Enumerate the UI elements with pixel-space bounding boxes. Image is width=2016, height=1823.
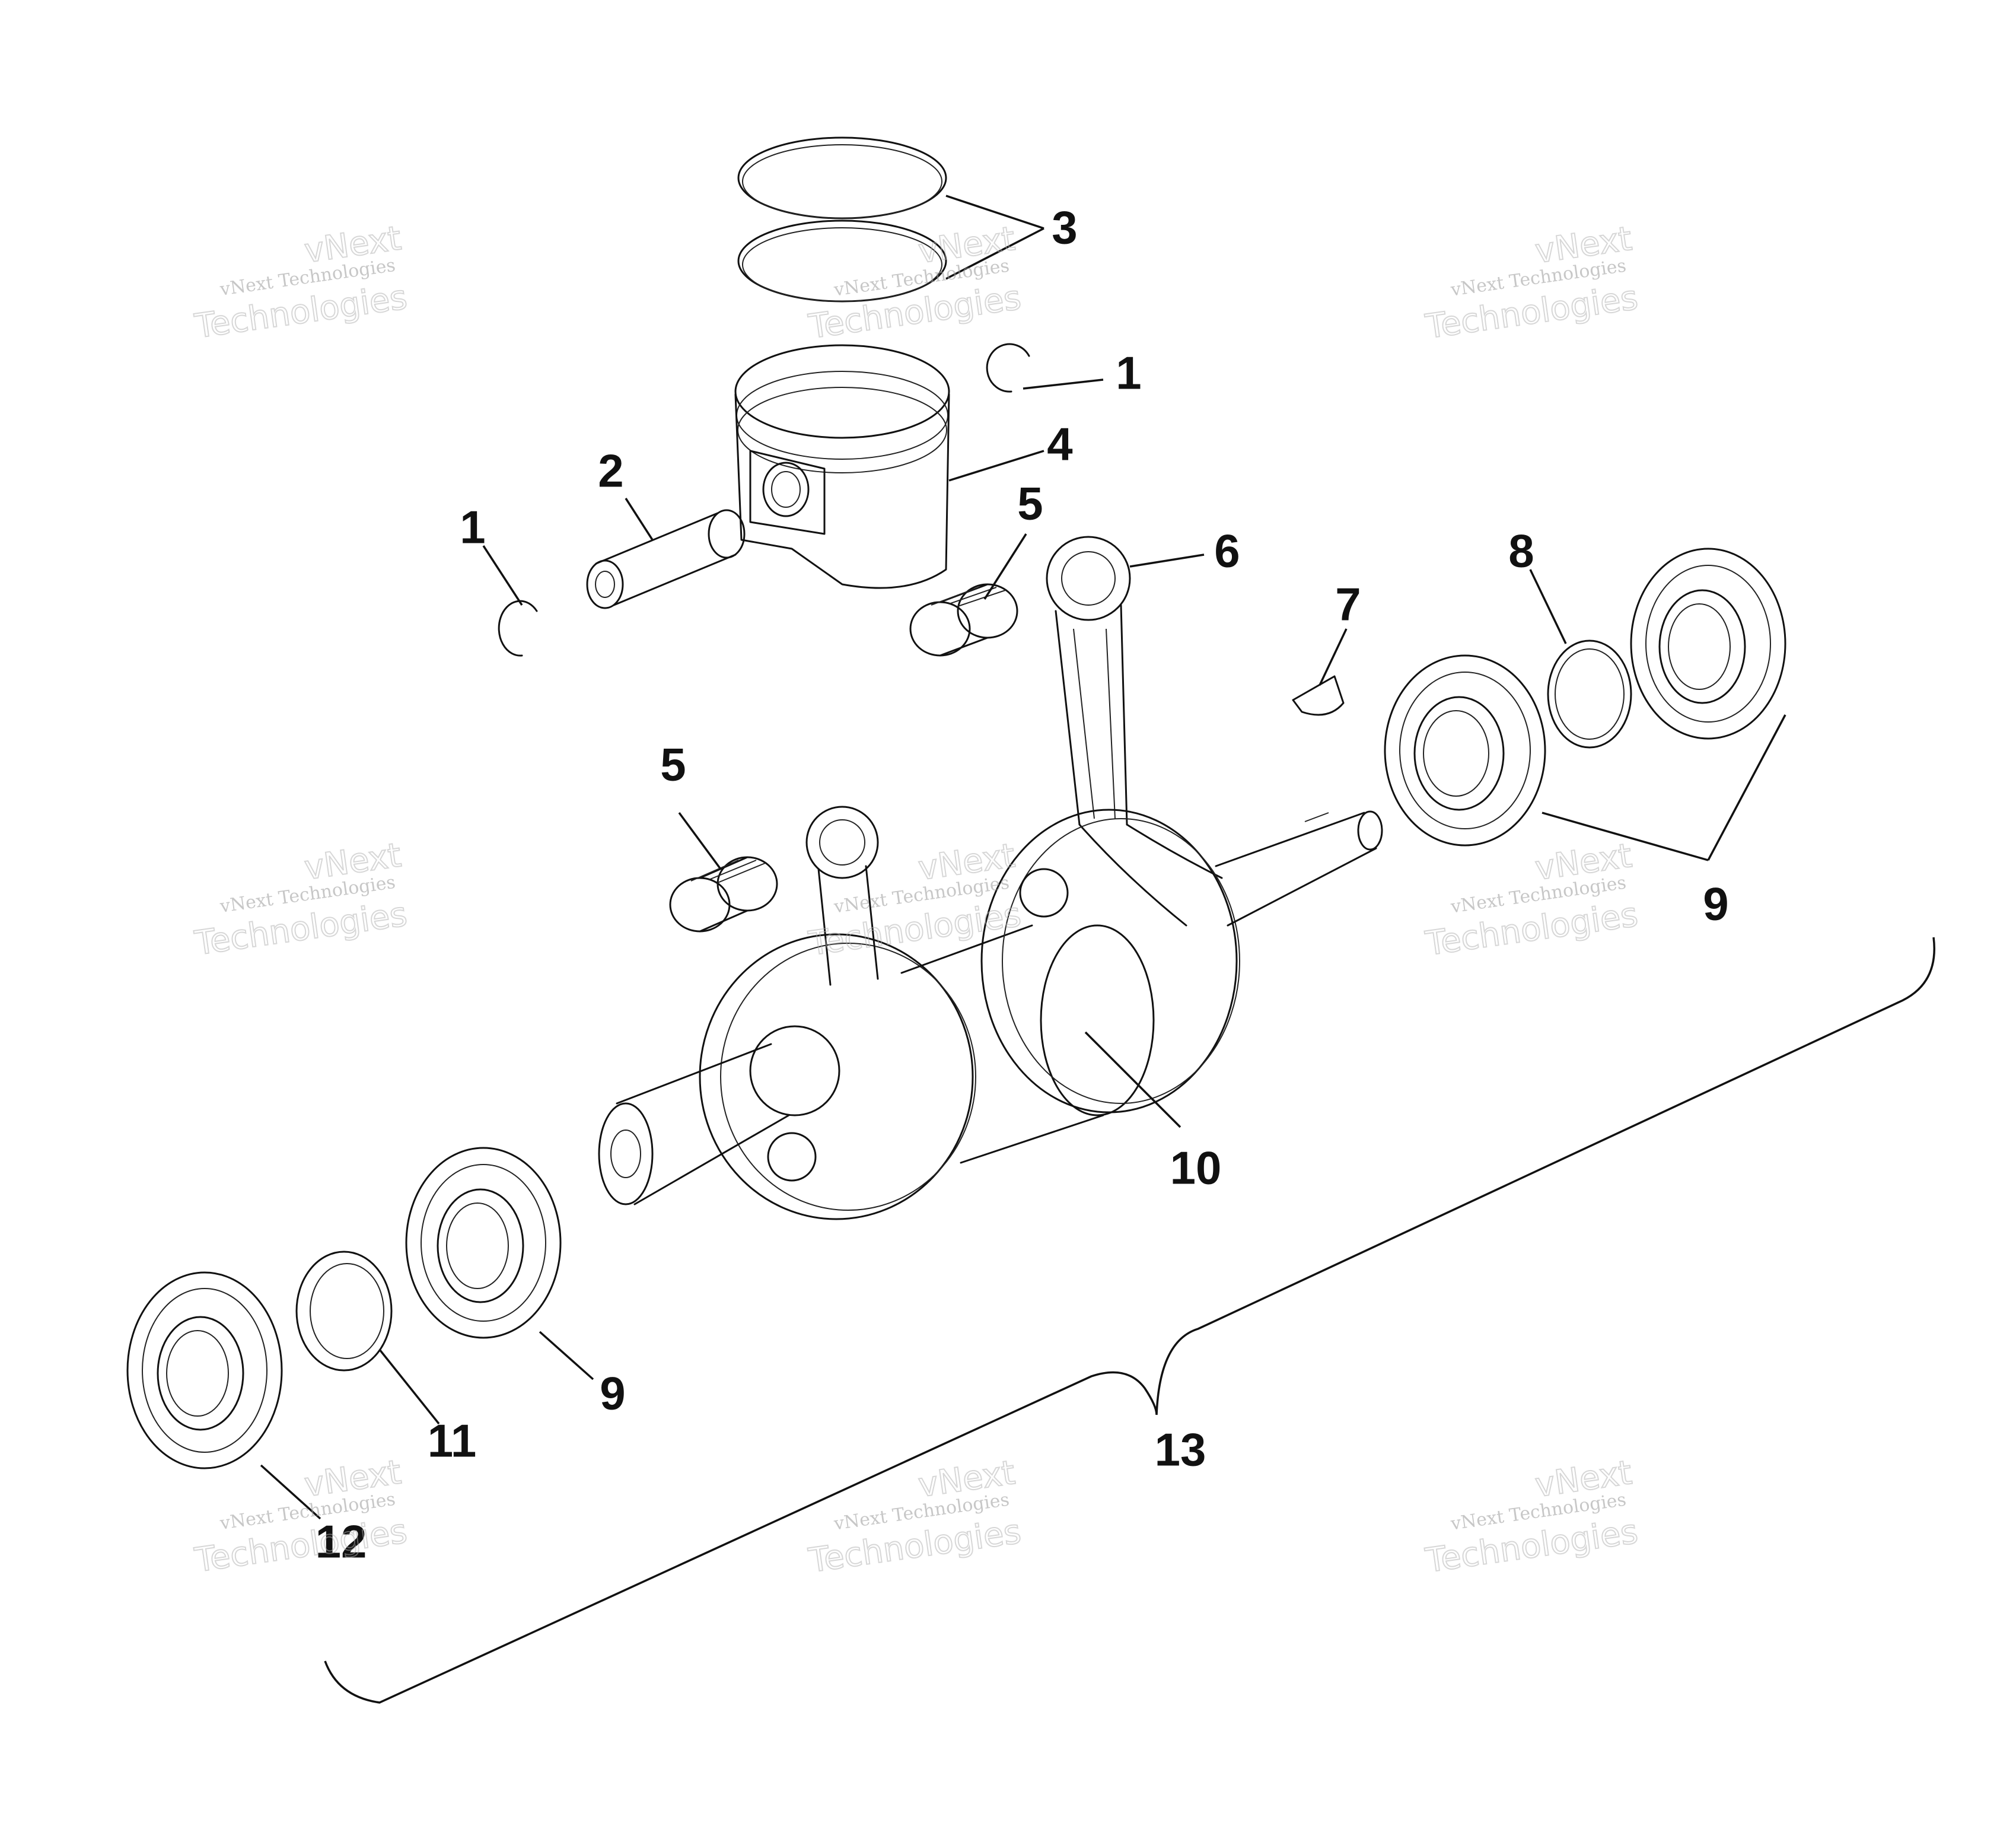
leader-1-left [482,545,523,606]
watermark-mid-left: vNext vNext Technologies Technologies [192,835,410,963]
leader-5-lower [678,812,722,870]
watermark-mid-right: vNext vNext Technologies Technologies [1422,836,1641,964]
callout-2: 2 [598,445,623,497]
leader-10 [1084,1031,1181,1128]
piston-pin [586,509,746,609]
leader-2 [625,498,654,540]
callout-1-left: 1 [460,501,485,553]
callout-11: 11 [428,1415,476,1467]
shim-ring [1547,640,1632,749]
ball-bearing-right-inner [1384,654,1546,847]
callout-5-upper: 5 [1017,478,1043,530]
circlip-right [986,343,1030,393]
leader-6 [1129,553,1205,568]
oil-seal-left [126,1271,283,1469]
watermark-bottom-right: vNext vNext Technologies Technologies [1422,1453,1641,1581]
leader-5-upper [983,533,1027,600]
leader-4 [948,450,1044,482]
callout-4: 4 [1047,418,1072,470]
watermark-bottom-center: vNext vNext Technologies Technologies [805,1453,1024,1581]
callout-12: 12 [316,1516,367,1568]
callout-1-right: 1 [1116,347,1141,399]
callout-13: 13 [1155,1424,1206,1476]
leader-9-left [539,1331,594,1380]
piston-ring-upper [737,136,947,219]
callout-5-lower: 5 [660,739,686,791]
assembly-brace-13 [324,937,1935,1704]
circlip-left [498,600,538,657]
watermark-top-left: vNext vNext Technologies Technologies [192,218,410,346]
callout-3: 3 [1052,202,1077,254]
connecting-rod [1046,536,1223,927]
callout-9-left: 9 [600,1367,625,1420]
piston-ring-lower [737,219,947,303]
crankshaft [598,806,1383,1220]
leader-8 [1529,569,1567,644]
callout-8: 8 [1508,525,1534,577]
needle-bearing-lower [669,856,778,933]
callout-10: 10 [1170,1142,1222,1194]
spacer-ring [295,1251,393,1372]
callout-6: 6 [1214,525,1240,577]
leader-11 [378,1348,440,1425]
leader-3 [945,195,1044,280]
ball-bearing-right-outer [1630,548,1786,740]
leader-1-right [1023,378,1104,390]
watermark-mid-center: vNext vNext Technologies Technologies [805,836,1024,964]
watermark-bottom-left: vNext vNext Technologies Technologies [192,1452,410,1580]
leader-9-right [1542,714,1786,861]
callout-7: 7 [1335,578,1361,631]
callout-9-right: 9 [1703,878,1728,930]
ball-bearing-left [405,1147,562,1339]
leader-12 [260,1464,321,1520]
needle-bearing-upper [909,583,1018,657]
piston [734,344,950,589]
woodruff-key [1292,675,1345,716]
watermark-top-right: vNext vNext Technologies Technologies [1422,219,1641,347]
leader-7 [1318,628,1348,686]
